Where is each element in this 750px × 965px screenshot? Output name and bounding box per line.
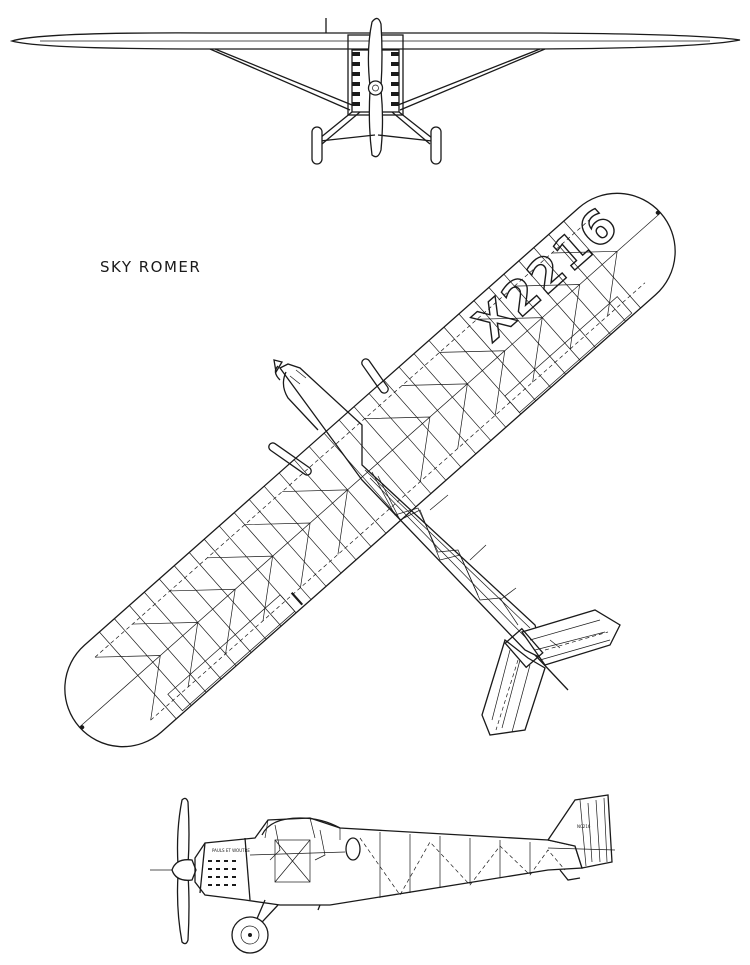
front-view-propeller [367,17,384,158]
drawing-title: SKY ROMER [100,258,202,276]
side-view-propeller [150,797,197,945]
side-view-landing-gear [231,899,321,954]
side-view-fuselage: PAULS ET WOUTRE [194,817,583,906]
top-view-tail [481,609,621,736]
side-view-fuselage-text: PAULS ET WOUTRE [212,848,250,853]
front-view-landing-gear [311,111,442,165]
side-view-tail: NC216 [546,794,616,881]
front-view-struts [209,48,546,111]
side-view-tail-marking: NC216 [577,824,591,829]
engine-louvers [208,860,236,886]
